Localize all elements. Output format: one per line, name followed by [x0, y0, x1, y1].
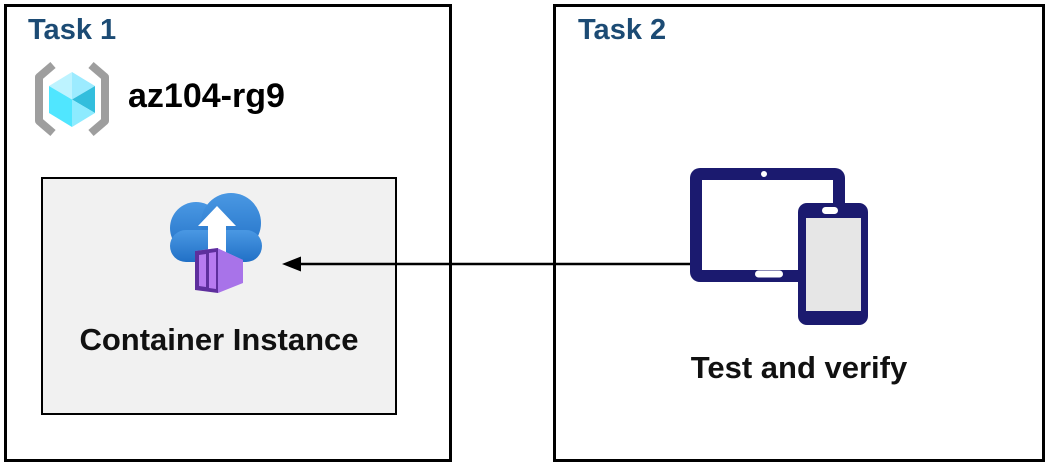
container-instance-icon — [170, 193, 262, 293]
cube-shape — [49, 72, 95, 127]
tablet-phone-devices-icon — [690, 168, 868, 325]
container-instance-label: Container Instance — [79, 322, 359, 357]
tablet-camera-dot — [761, 171, 767, 177]
arrowhead-shape — [282, 256, 301, 272]
container-instance-box: Container Instance — [41, 177, 397, 415]
left-arrow-connector — [282, 256, 690, 272]
upload-arrow-shape — [198, 206, 236, 258]
task1-title: Task 1 — [28, 14, 117, 46]
task2-box: Task 2 Test and verify — [553, 4, 1045, 462]
bracket-shapes — [35, 61, 109, 137]
tablet-home-button — [755, 270, 783, 278]
container-shape — [195, 248, 243, 293]
resource-group-icon — [35, 61, 109, 137]
task1-box: Task 1 az104-rg9 — [4, 4, 452, 462]
resource-group-name: az104-rg9 — [128, 77, 285, 115]
phone-shape — [798, 203, 868, 325]
task2-title: Task 2 — [578, 14, 667, 46]
phone-speaker — [822, 207, 838, 214]
devices-label: Test and verify — [690, 350, 908, 385]
